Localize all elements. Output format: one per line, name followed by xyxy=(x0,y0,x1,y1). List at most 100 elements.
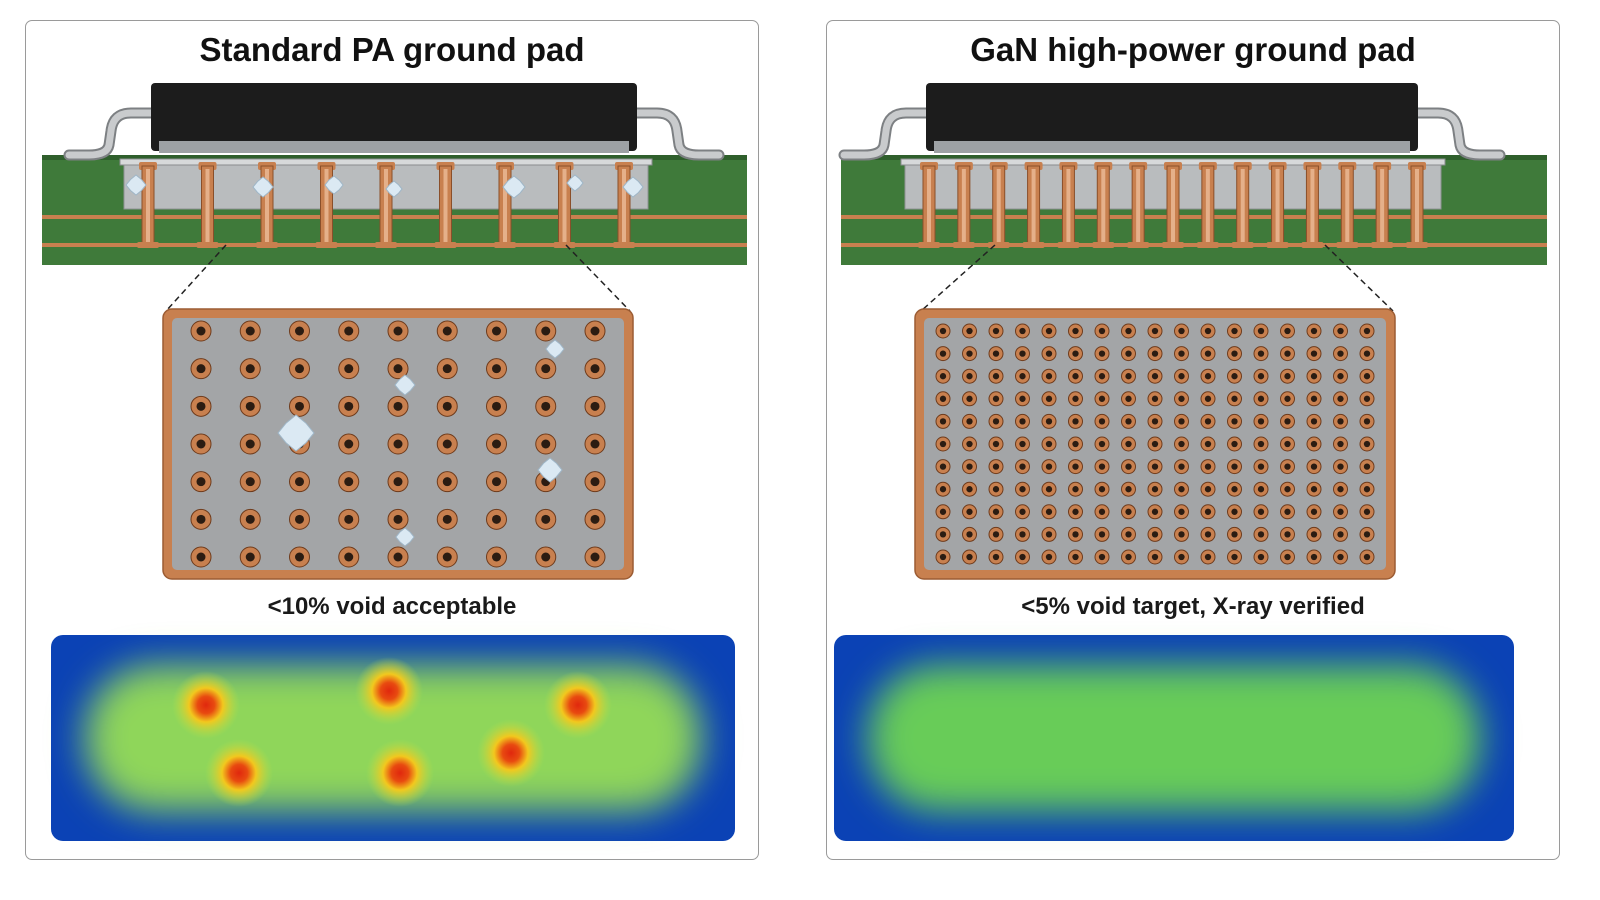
via-hole xyxy=(295,326,304,336)
via-hole xyxy=(1363,486,1371,493)
zoom-line-left xyxy=(920,244,996,312)
via-hole xyxy=(992,373,1000,380)
via-hole xyxy=(492,552,501,562)
via-highlight xyxy=(1136,169,1141,243)
via-hole xyxy=(939,327,947,335)
via-hole xyxy=(992,553,1000,561)
via-hole xyxy=(245,477,255,487)
via-hole xyxy=(1098,486,1106,493)
via-hole xyxy=(1072,531,1079,538)
via-highlight xyxy=(265,169,269,243)
via-hole xyxy=(1204,350,1212,357)
via-hole xyxy=(1178,395,1185,402)
via-hole xyxy=(1363,463,1371,470)
via-hole xyxy=(966,418,973,425)
via-hole xyxy=(1178,553,1185,561)
via-bottom-land xyxy=(1057,242,1080,248)
via-hole xyxy=(1151,508,1159,515)
via-hole xyxy=(1178,327,1185,335)
via-hole xyxy=(1257,373,1265,380)
via-hole xyxy=(1178,373,1185,380)
via-hole xyxy=(590,439,600,449)
via-hole xyxy=(939,418,947,425)
inner-copper-layer xyxy=(42,215,747,219)
void-in-cross-section xyxy=(566,174,584,192)
top-view-pad xyxy=(914,308,1396,580)
via-highlight xyxy=(996,169,1001,243)
zoom-line-right xyxy=(565,244,631,312)
via-highlight xyxy=(961,169,966,243)
via-hole xyxy=(492,477,501,487)
via-hole xyxy=(1019,327,1026,335)
via-hole xyxy=(1072,327,1079,335)
via-bottom-land xyxy=(137,242,159,248)
via-hole xyxy=(966,553,973,561)
via-hole xyxy=(1019,395,1026,402)
via-hole xyxy=(590,401,600,411)
via-hole xyxy=(1072,350,1079,357)
via-hole xyxy=(1178,508,1185,515)
via-hole xyxy=(939,486,947,493)
via-hole xyxy=(442,514,452,524)
via-highlight xyxy=(1066,169,1071,243)
via-hole xyxy=(1284,531,1291,538)
via-hole xyxy=(344,514,354,524)
via-hole xyxy=(1204,531,1212,538)
thermal-hotspot xyxy=(366,739,434,807)
via-highlight xyxy=(205,169,210,243)
via-hole xyxy=(1019,373,1026,380)
via-hole xyxy=(344,477,354,487)
zoom-line-right xyxy=(1324,244,1394,312)
via-hole xyxy=(1151,440,1159,448)
via-hole xyxy=(492,326,501,336)
via-hole xyxy=(1204,486,1212,493)
via-hole xyxy=(1098,463,1106,470)
zoom-line-left xyxy=(165,244,227,312)
via-hole xyxy=(1019,463,1026,470)
via-hole xyxy=(442,439,452,449)
via-hole xyxy=(1098,508,1106,515)
via-hole xyxy=(1204,440,1212,448)
via-hole xyxy=(1178,440,1185,448)
via-hole xyxy=(1098,553,1106,561)
via-hole xyxy=(1072,373,1079,380)
via-hole xyxy=(1204,327,1212,335)
via-hole xyxy=(1337,327,1344,335)
via-hole xyxy=(1125,508,1132,515)
via-hole xyxy=(1284,327,1291,335)
via-hole xyxy=(1178,463,1185,470)
via-hole xyxy=(245,552,255,562)
via-hole xyxy=(393,439,403,449)
thermal-hotspot xyxy=(205,739,273,807)
via-hole xyxy=(541,326,551,336)
via-hole xyxy=(1231,463,1238,470)
via-hole xyxy=(939,350,947,357)
via-highlight xyxy=(1345,169,1350,243)
via-highlight xyxy=(1415,169,1419,243)
via-highlight xyxy=(146,169,150,243)
via-bottom-land xyxy=(1336,242,1359,248)
via-hole xyxy=(992,463,1000,470)
via-hole xyxy=(1178,531,1185,538)
via-hole xyxy=(393,326,403,336)
via-hole xyxy=(1310,440,1318,448)
inner-copper-layer xyxy=(841,243,1547,247)
via-hole xyxy=(1151,463,1159,470)
via-hole xyxy=(492,514,501,524)
via-hole xyxy=(442,364,452,374)
via-hole xyxy=(1231,350,1238,357)
via-hole xyxy=(1284,418,1291,425)
via-hole xyxy=(393,514,403,524)
thermal-hotspot xyxy=(544,671,612,739)
via-hole xyxy=(1363,531,1371,538)
via-hole xyxy=(245,401,255,411)
via-hole xyxy=(590,514,600,524)
solder-void xyxy=(545,339,565,359)
via-hole xyxy=(1125,395,1132,402)
via-hole xyxy=(1337,531,1344,538)
via-hole xyxy=(393,552,403,562)
via-hole xyxy=(1204,418,1212,425)
via-hole xyxy=(1178,418,1185,425)
via-hole xyxy=(1337,553,1344,561)
via-hole xyxy=(541,514,551,524)
